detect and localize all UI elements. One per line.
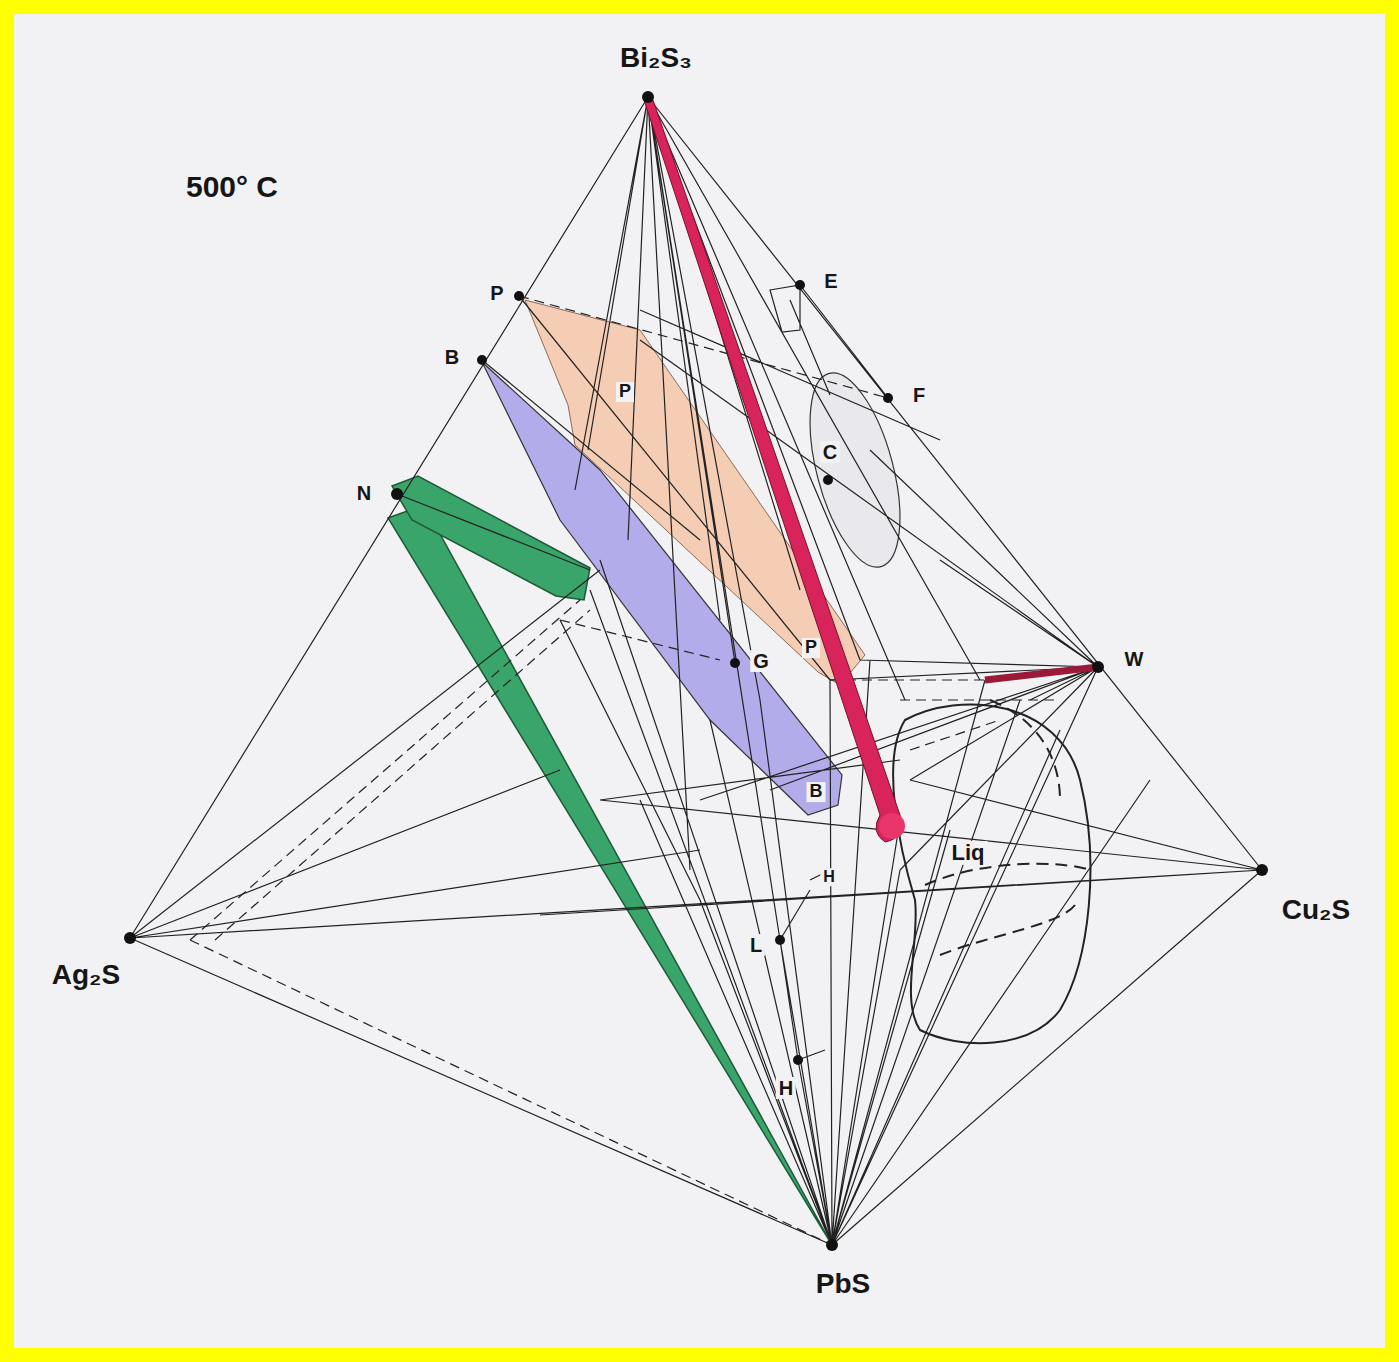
green-band [388,505,832,1245]
diagram-part [642,91,654,103]
diagram-part [514,291,524,301]
point-label: G [750,650,772,672]
diagram-part [793,1055,803,1065]
diagram-part [883,393,893,403]
diagram-part [823,475,833,485]
vertex-dots [124,91,1268,1251]
point-label: L [747,934,765,956]
tie-lines [130,97,1262,1245]
red-band [644,100,901,842]
point-label: W [1122,648,1147,670]
point-label: B [442,346,462,368]
dashed-lines [190,296,1060,1245]
point-label: C [820,441,840,463]
field-label: Liq [949,841,988,865]
point-label: P [487,282,506,304]
ground [14,14,1385,1348]
point-label: N [354,482,374,504]
point-label: H [820,868,838,886]
point-label: H [776,1077,796,1099]
diagram-part [775,935,785,945]
liquid-outline [893,704,1090,1043]
field-label: P [616,382,634,402]
field-outline [792,364,917,577]
point-label: F [910,384,928,406]
red-segment [985,667,1098,680]
field-label: P [802,638,820,658]
diagram-part [477,355,487,365]
liquid-dashed [925,700,1090,955]
vertex-label: PbS [813,1269,873,1300]
diagram-part [1256,864,1268,876]
diagram-part [391,488,403,500]
temperature-label: 500° C [183,170,281,203]
diagram-part [795,280,805,290]
field-label: B [807,782,826,802]
vertex-label: Cu₂S [1279,895,1353,926]
red-blob [879,813,905,839]
green-band [392,476,590,600]
vertex-label: Bi₂S₃ [617,43,695,74]
diagram-part [1092,661,1104,673]
diagram-part [826,1239,838,1251]
diagram-part [730,658,740,668]
point-label: E [821,270,840,292]
vertex-label: Ag₂S [49,960,123,991]
diagram-part [124,932,136,944]
